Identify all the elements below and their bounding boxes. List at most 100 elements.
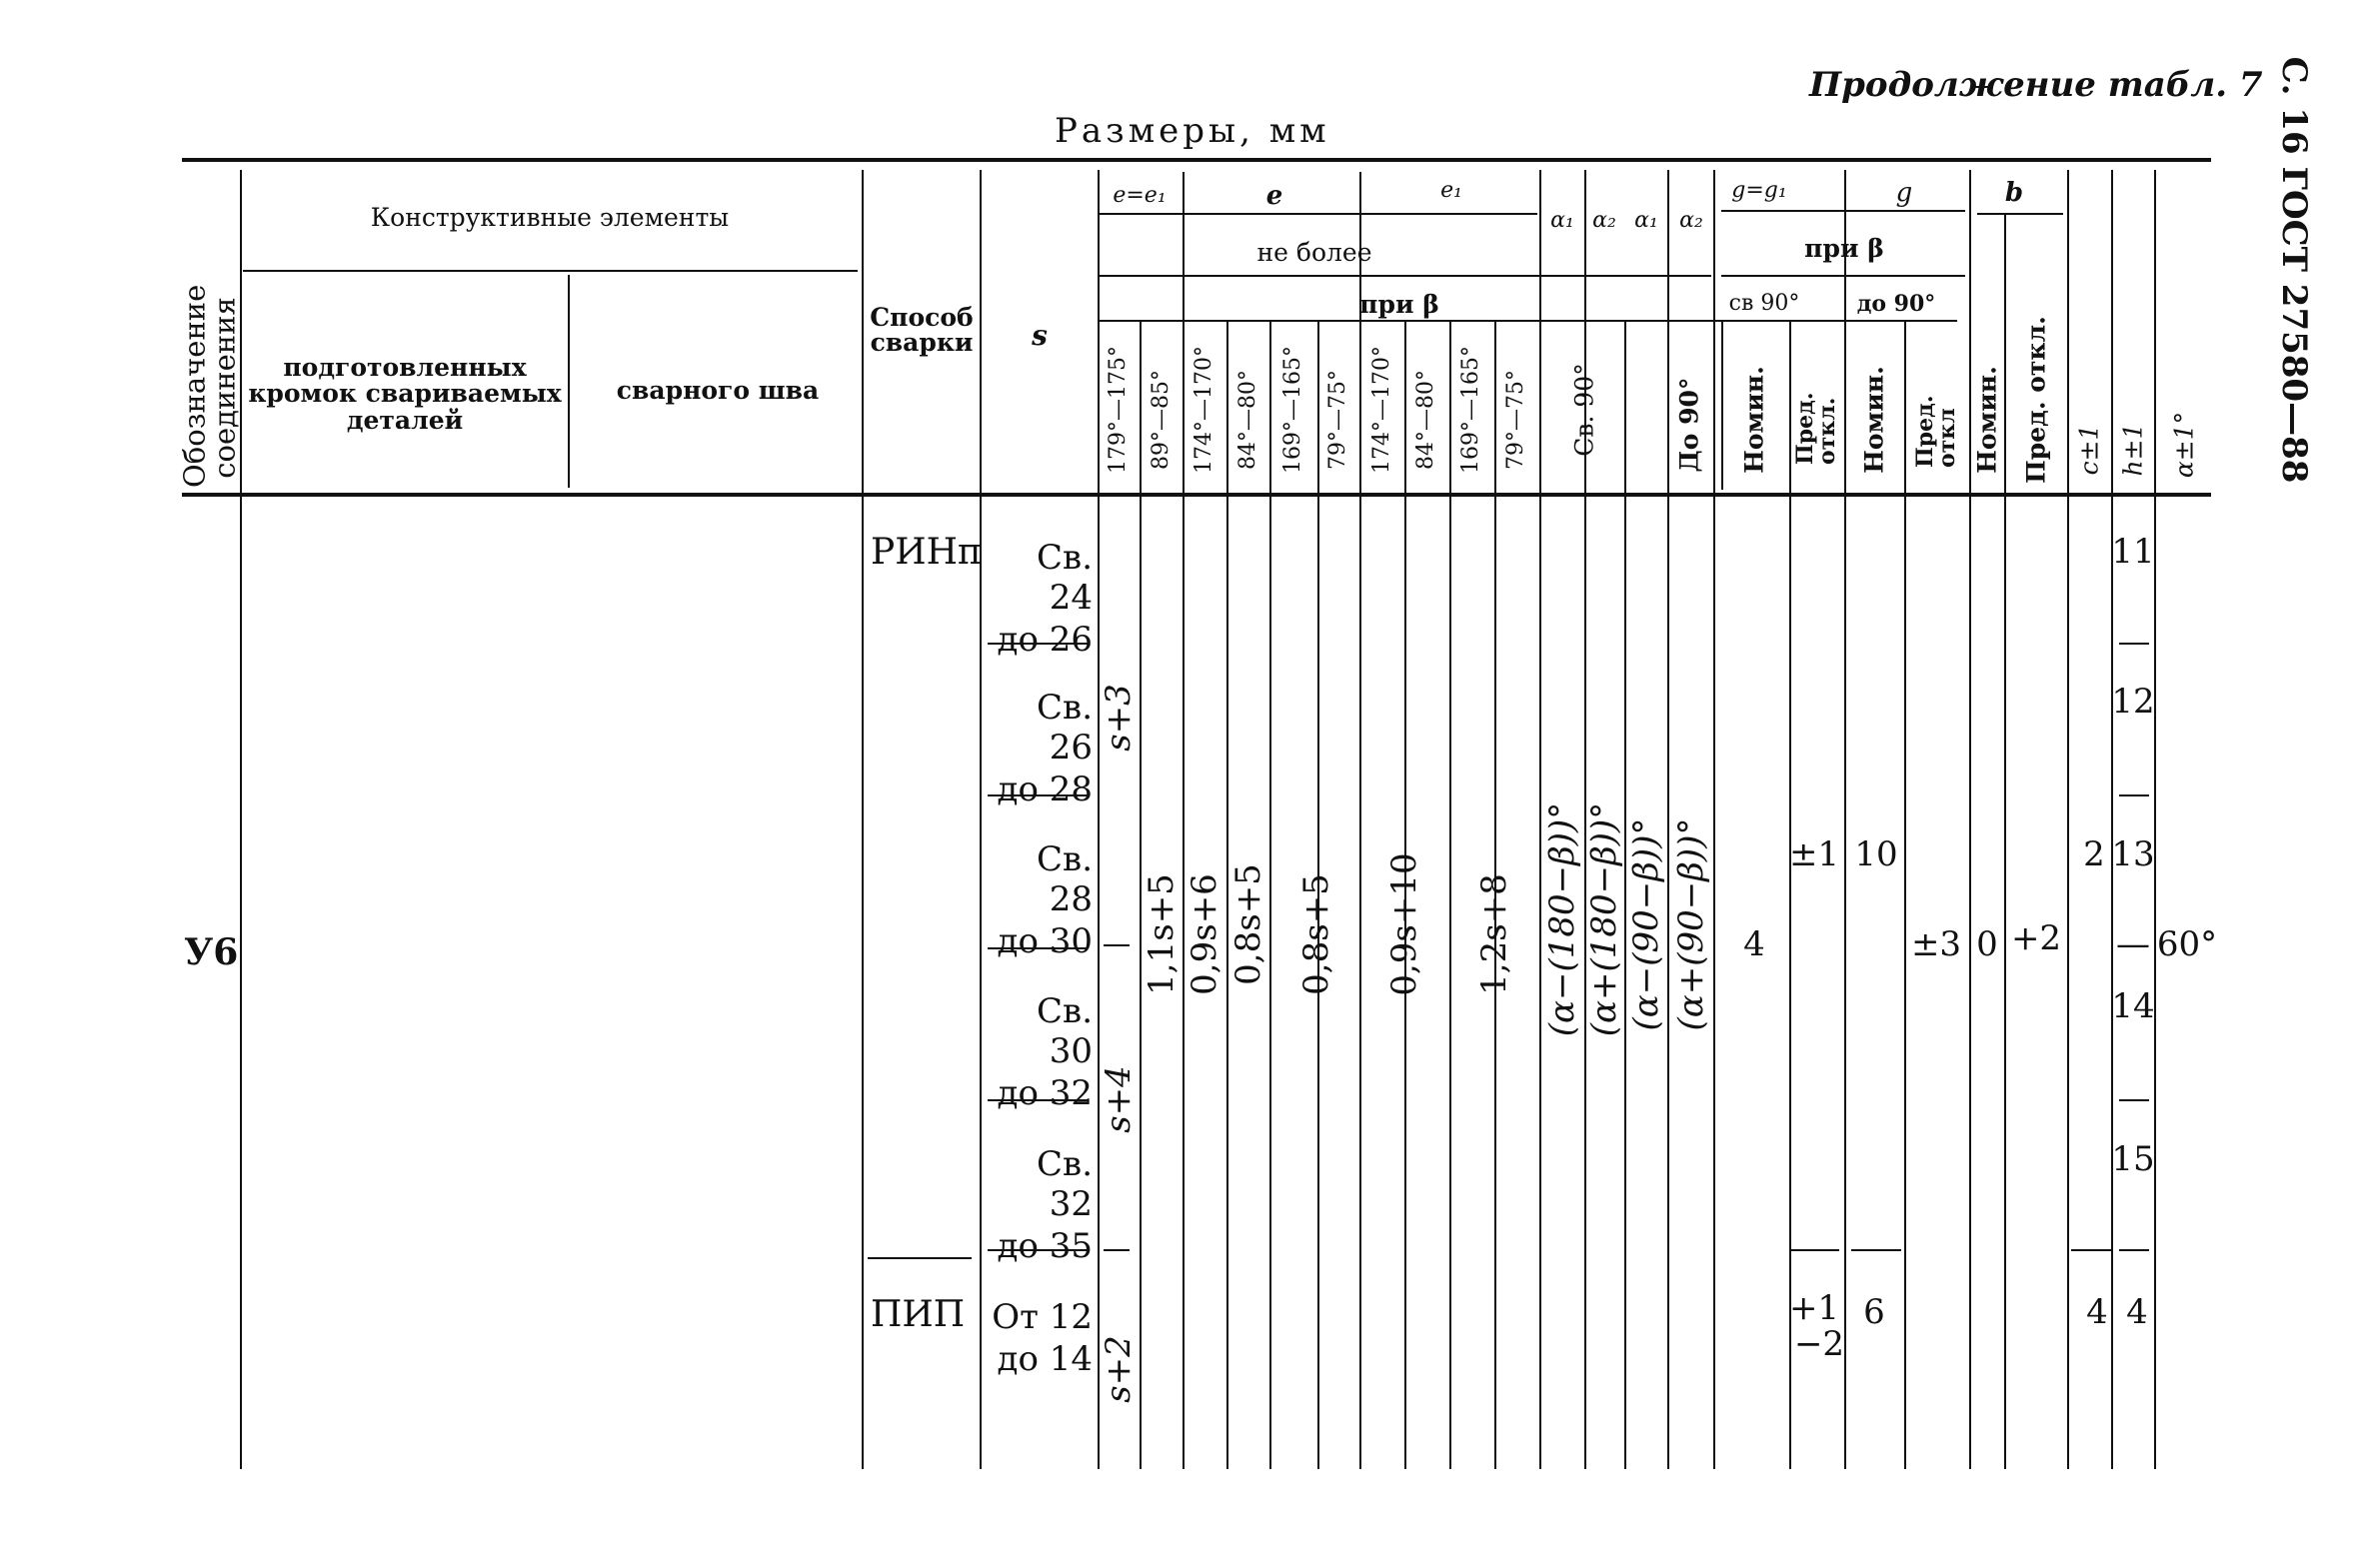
col-rule — [2004, 215, 2006, 1469]
h-col-sep — [2119, 643, 2149, 645]
e-value: s+2 — [1099, 1335, 1139, 1403]
alpha2-header: α₂ — [1592, 208, 1616, 233]
g-eq-header: g=g₁ — [1731, 178, 1787, 203]
constructive-header: Конструктивные элементы — [370, 203, 730, 232]
do90-rot-header: До 90° — [1674, 377, 1704, 473]
col-rule — [1539, 170, 1541, 1469]
beta-range-header: 169°—165° — [1458, 346, 1483, 474]
pip-sep-c — [2071, 1249, 2111, 1251]
h-value: 4 — [2126, 1292, 2148, 1332]
alpha-value: 60° — [2156, 924, 2218, 964]
s-from: Св. 30 — [1037, 991, 1093, 1071]
h-value: 15 — [2111, 1139, 2155, 1179]
col-rule — [1449, 322, 1451, 1469]
pip-deviation-bottom: −2 — [1793, 1324, 1845, 1364]
h-dash: — — [2116, 924, 2150, 964]
sv90-rot-header: Св. 90° — [1569, 363, 1599, 457]
e-header: e — [1265, 181, 1283, 211]
e-col-dash — [1104, 944, 1130, 946]
c-value: 2 — [2083, 834, 2105, 874]
b-header-rule — [1977, 213, 2063, 215]
e-header-rule — [1100, 213, 1537, 215]
e-value: s+4 — [1099, 1065, 1139, 1133]
col-rule — [1317, 322, 1319, 1469]
col-rule — [1789, 322, 1791, 1469]
e-value: s+3 — [1099, 684, 1139, 752]
e-formula: 0,9s+6 — [1185, 873, 1224, 995]
method-pip: ПИП — [871, 1294, 966, 1335]
g-beta-rule — [1721, 275, 1965, 277]
e-formula: 1,1s+5 — [1142, 873, 1182, 995]
col-rule — [1713, 170, 1715, 1469]
pip-sep-g — [1851, 1249, 1901, 1251]
beta-range-header: 169°—165° — [1280, 346, 1305, 474]
row-sep-s — [988, 643, 1088, 645]
s-to: до 26 — [997, 620, 1093, 660]
nomin-header: Номин. — [1972, 366, 2002, 474]
s-to: до 14 — [997, 1339, 1093, 1379]
alpha2-sv-formula: (α+(180−β))° — [1584, 801, 1624, 1037]
e1-formula: 0,9s+10 — [1384, 852, 1424, 996]
do90-header: до 90° — [1856, 291, 1936, 317]
col-rule — [240, 170, 242, 1469]
g-header-rule — [1721, 210, 1965, 212]
col-rule — [980, 170, 982, 1469]
h-col-sep — [2119, 1249, 2149, 1251]
nomin-header: Номин. — [1859, 366, 1889, 474]
alpha1-header: α₁ — [1634, 208, 1658, 233]
beta-range-header: 179°—175° — [1106, 346, 1131, 474]
pip-g-nominal: 6 — [1863, 1292, 1885, 1332]
pred-header: Пред. откл. — [1792, 392, 1840, 465]
h-value: 13 — [2111, 834, 2155, 874]
pip-method-rule — [868, 1257, 972, 1259]
constructive-rule — [243, 270, 858, 272]
h-header: h±1 — [2118, 423, 2148, 477]
row-sep-s — [988, 794, 1088, 796]
table-caption: Размеры, мм — [1055, 111, 1330, 151]
g1-deviation: ±1 — [1788, 834, 1840, 874]
pred-header: Пред. откл — [1912, 395, 1960, 468]
at-beta-header: при β — [1359, 290, 1439, 319]
g-at-beta-header: при β — [1804, 234, 1884, 263]
b-header: b — [2004, 178, 2024, 208]
method-rin: РИНп — [871, 532, 983, 573]
col-rule — [2067, 170, 2069, 1469]
col-rule — [1183, 172, 1185, 1469]
s-to: до 30 — [997, 921, 1093, 961]
s-to: до 32 — [997, 1073, 1093, 1113]
s-row: От 12 до 14 — [988, 1297, 1093, 1379]
e-formula: 0,8s+5 — [1228, 863, 1268, 985]
g-nominal: 10 — [1854, 834, 1898, 874]
alpha-header: α±1° — [2169, 411, 2199, 479]
s-header: s — [1032, 319, 1048, 352]
e1-header: e₁ — [1440, 178, 1462, 203]
continuation-title: Продолжение табл. 7 — [1809, 65, 2263, 105]
beta-range-header: 84°—80° — [1413, 370, 1438, 470]
col-rule — [1969, 170, 1971, 1469]
col-rule — [1844, 170, 1846, 1469]
s-row: Св. 32 до 35 — [988, 1144, 1093, 1266]
pred-header: Пред. откл. — [2021, 316, 2051, 484]
designation-header: Обозначение соединения — [177, 284, 242, 488]
alpha2-header: α₂ — [1679, 208, 1703, 233]
h-col-sep — [2119, 1099, 2149, 1101]
alpha1-do-formula: (α−(90−β))° — [1626, 817, 1666, 1031]
beta-range-header: 79°—75° — [1503, 370, 1528, 470]
beta-range-header: 79°—75° — [1325, 370, 1350, 470]
header-bottom-rule — [182, 493, 2211, 497]
col-rule — [1721, 322, 1723, 490]
alpha2-do-formula: (α+(90−β))° — [1671, 817, 1711, 1031]
col-rule — [1584, 170, 1586, 1469]
col-rule — [1904, 322, 1906, 1469]
not-more-rule — [1100, 275, 1711, 277]
col-rule — [1667, 170, 1669, 1469]
b-nominal: 0 — [1976, 924, 1998, 964]
top-rule — [182, 158, 2211, 162]
side-page-header: С. 16 ГОСТ 27580—88 — [2274, 56, 2314, 484]
row-sep-s — [988, 1099, 1088, 1101]
beta-range-header: 84°—80° — [1235, 370, 1260, 470]
sv90-header: св 90° — [1728, 291, 1800, 316]
col-rule — [1098, 170, 1100, 1469]
col-rule — [568, 275, 570, 488]
row-sep-s — [988, 1249, 1088, 1251]
